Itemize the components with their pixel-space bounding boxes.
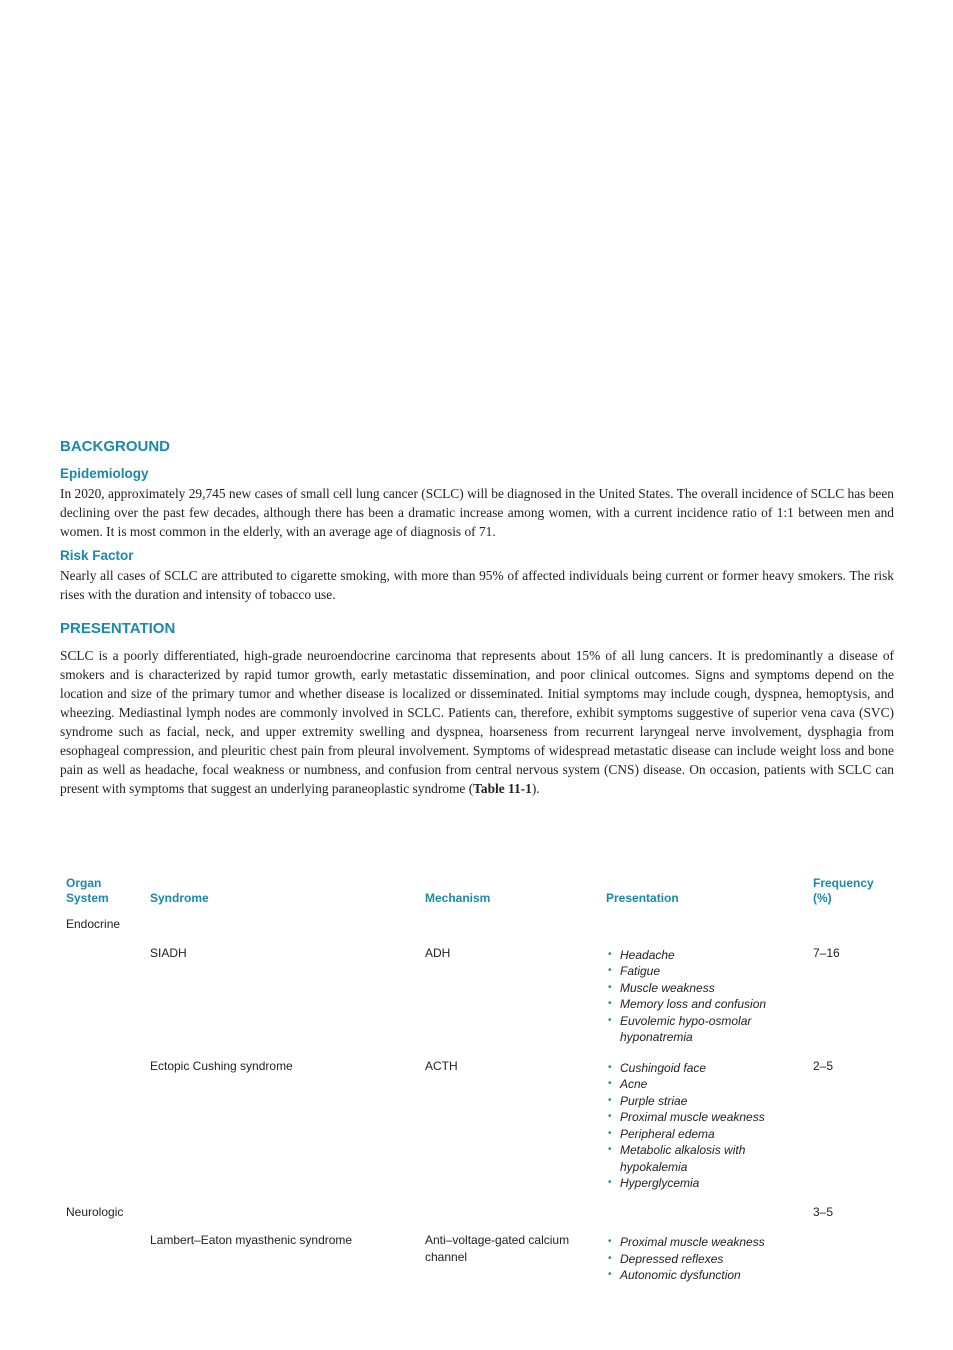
- risk-factor-heading: Risk Factor: [60, 548, 134, 563]
- header-mechanism: Mechanism: [425, 891, 491, 905]
- table-row: Ectopic Cushing syndrome ACTH Cushingoid…: [60, 1058, 894, 1204]
- table-row: Endocrine: [60, 912, 894, 945]
- table-row: Lambert–Eaton myasthenic syndrome Anti–v…: [60, 1232, 894, 1284]
- presentation-text: SCLC is a poorly differentiated, high-gr…: [60, 648, 894, 796]
- presentation-heading: PRESENTATION: [60, 620, 176, 637]
- list-item: Proximal muscle weakness: [606, 1234, 801, 1251]
- list-item: Muscle weakness: [606, 980, 801, 997]
- list-item: Acne: [606, 1076, 801, 1093]
- table-row: Neurologic 3–5: [60, 1204, 894, 1233]
- organ-system-cell: Endocrine: [66, 917, 121, 931]
- list-item: Cushingoid face: [606, 1060, 801, 1077]
- header-presentation: Presentation: [606, 891, 679, 905]
- mechanism-cell: Anti–voltage-gated calcium channel: [425, 1233, 570, 1264]
- list-item: Purple striae: [606, 1093, 801, 1110]
- table-header-row: Organ System Syndrome Mechanism Presenta…: [60, 876, 894, 912]
- frequency-cell: 7–16: [813, 945, 840, 960]
- list-item: Hyperglycemia: [606, 1175, 801, 1192]
- epidemiology-paragraph: In 2020, approximately 29,745 new cases …: [60, 486, 894, 539]
- frequency-cell: 3–5: [813, 1204, 834, 1219]
- paraneoplastic-table: Organ System Syndrome Mechanism Presenta…: [60, 876, 894, 1284]
- frequency-cell: [807, 912, 894, 945]
- presentation-cell: Headache Fatigue Muscle weakness Memory …: [600, 945, 807, 1058]
- presentation-cell: Proximal muscle weakness Depressed refle…: [600, 1232, 807, 1284]
- presentation-cell: Cushingoid face Acne Purple striae Proxi…: [600, 1058, 807, 1204]
- mechanism-cell: ADH: [425, 945, 451, 960]
- list-item: Depressed reflexes: [606, 1251, 801, 1268]
- list-item: Memory loss and confusion: [606, 996, 801, 1013]
- table-reference: Table 11-1: [473, 781, 532, 796]
- mechanism-cell: ACTH: [425, 1058, 458, 1073]
- text-content: BACKGROUND Epidemiology In 2020, approxi…: [60, 437, 894, 798]
- syndrome-cell: Lambert–Eaton myasthenic syndrome: [150, 1233, 353, 1247]
- list-item: Euvolemic hypo-osmolar hyponatremia: [606, 1013, 801, 1046]
- background-heading: BACKGROUND: [60, 438, 170, 455]
- organ-system-cell: Neurologic: [66, 1204, 124, 1219]
- list-item: Headache: [606, 947, 801, 964]
- presentation-list: Headache Fatigue Muscle weakness Memory …: [606, 945, 801, 1046]
- list-item: Peripheral edema: [606, 1126, 801, 1143]
- frequency-cell: 2–5: [813, 1058, 834, 1073]
- risk-factor-paragraph: Nearly all cases of SCLC are attributed …: [60, 568, 894, 602]
- table-row: SIADH ADH Headache Fatigue Muscle weakne…: [60, 945, 894, 1058]
- list-item: Proximal muscle weakness: [606, 1109, 801, 1126]
- presentation-tail: ).: [531, 781, 540, 796]
- header-frequency: Frequency (%): [813, 876, 874, 905]
- list-item: Metabolic alkalosis with hypokalemia: [606, 1142, 801, 1175]
- syndrome-cell: SIADH: [150, 945, 187, 960]
- list-item: Fatigue: [606, 963, 801, 980]
- list-item: Autonomic dysfunction: [606, 1267, 801, 1284]
- syndrome-cell: Ectopic Cushing syndrome: [150, 1058, 293, 1073]
- presentation-list: Proximal muscle weakness Depressed refle…: [606, 1232, 801, 1284]
- frequency-cell: [807, 1232, 894, 1284]
- header-organ-system: Organ System: [66, 876, 109, 905]
- epidemiology-heading: Epidemiology: [60, 466, 149, 481]
- presentation-list: Cushingoid face Acne Purple striae Proxi…: [606, 1058, 801, 1192]
- header-syndrome: Syndrome: [150, 891, 209, 905]
- presentation-paragraph: SCLC is a poorly differentiated, high-gr…: [60, 646, 894, 798]
